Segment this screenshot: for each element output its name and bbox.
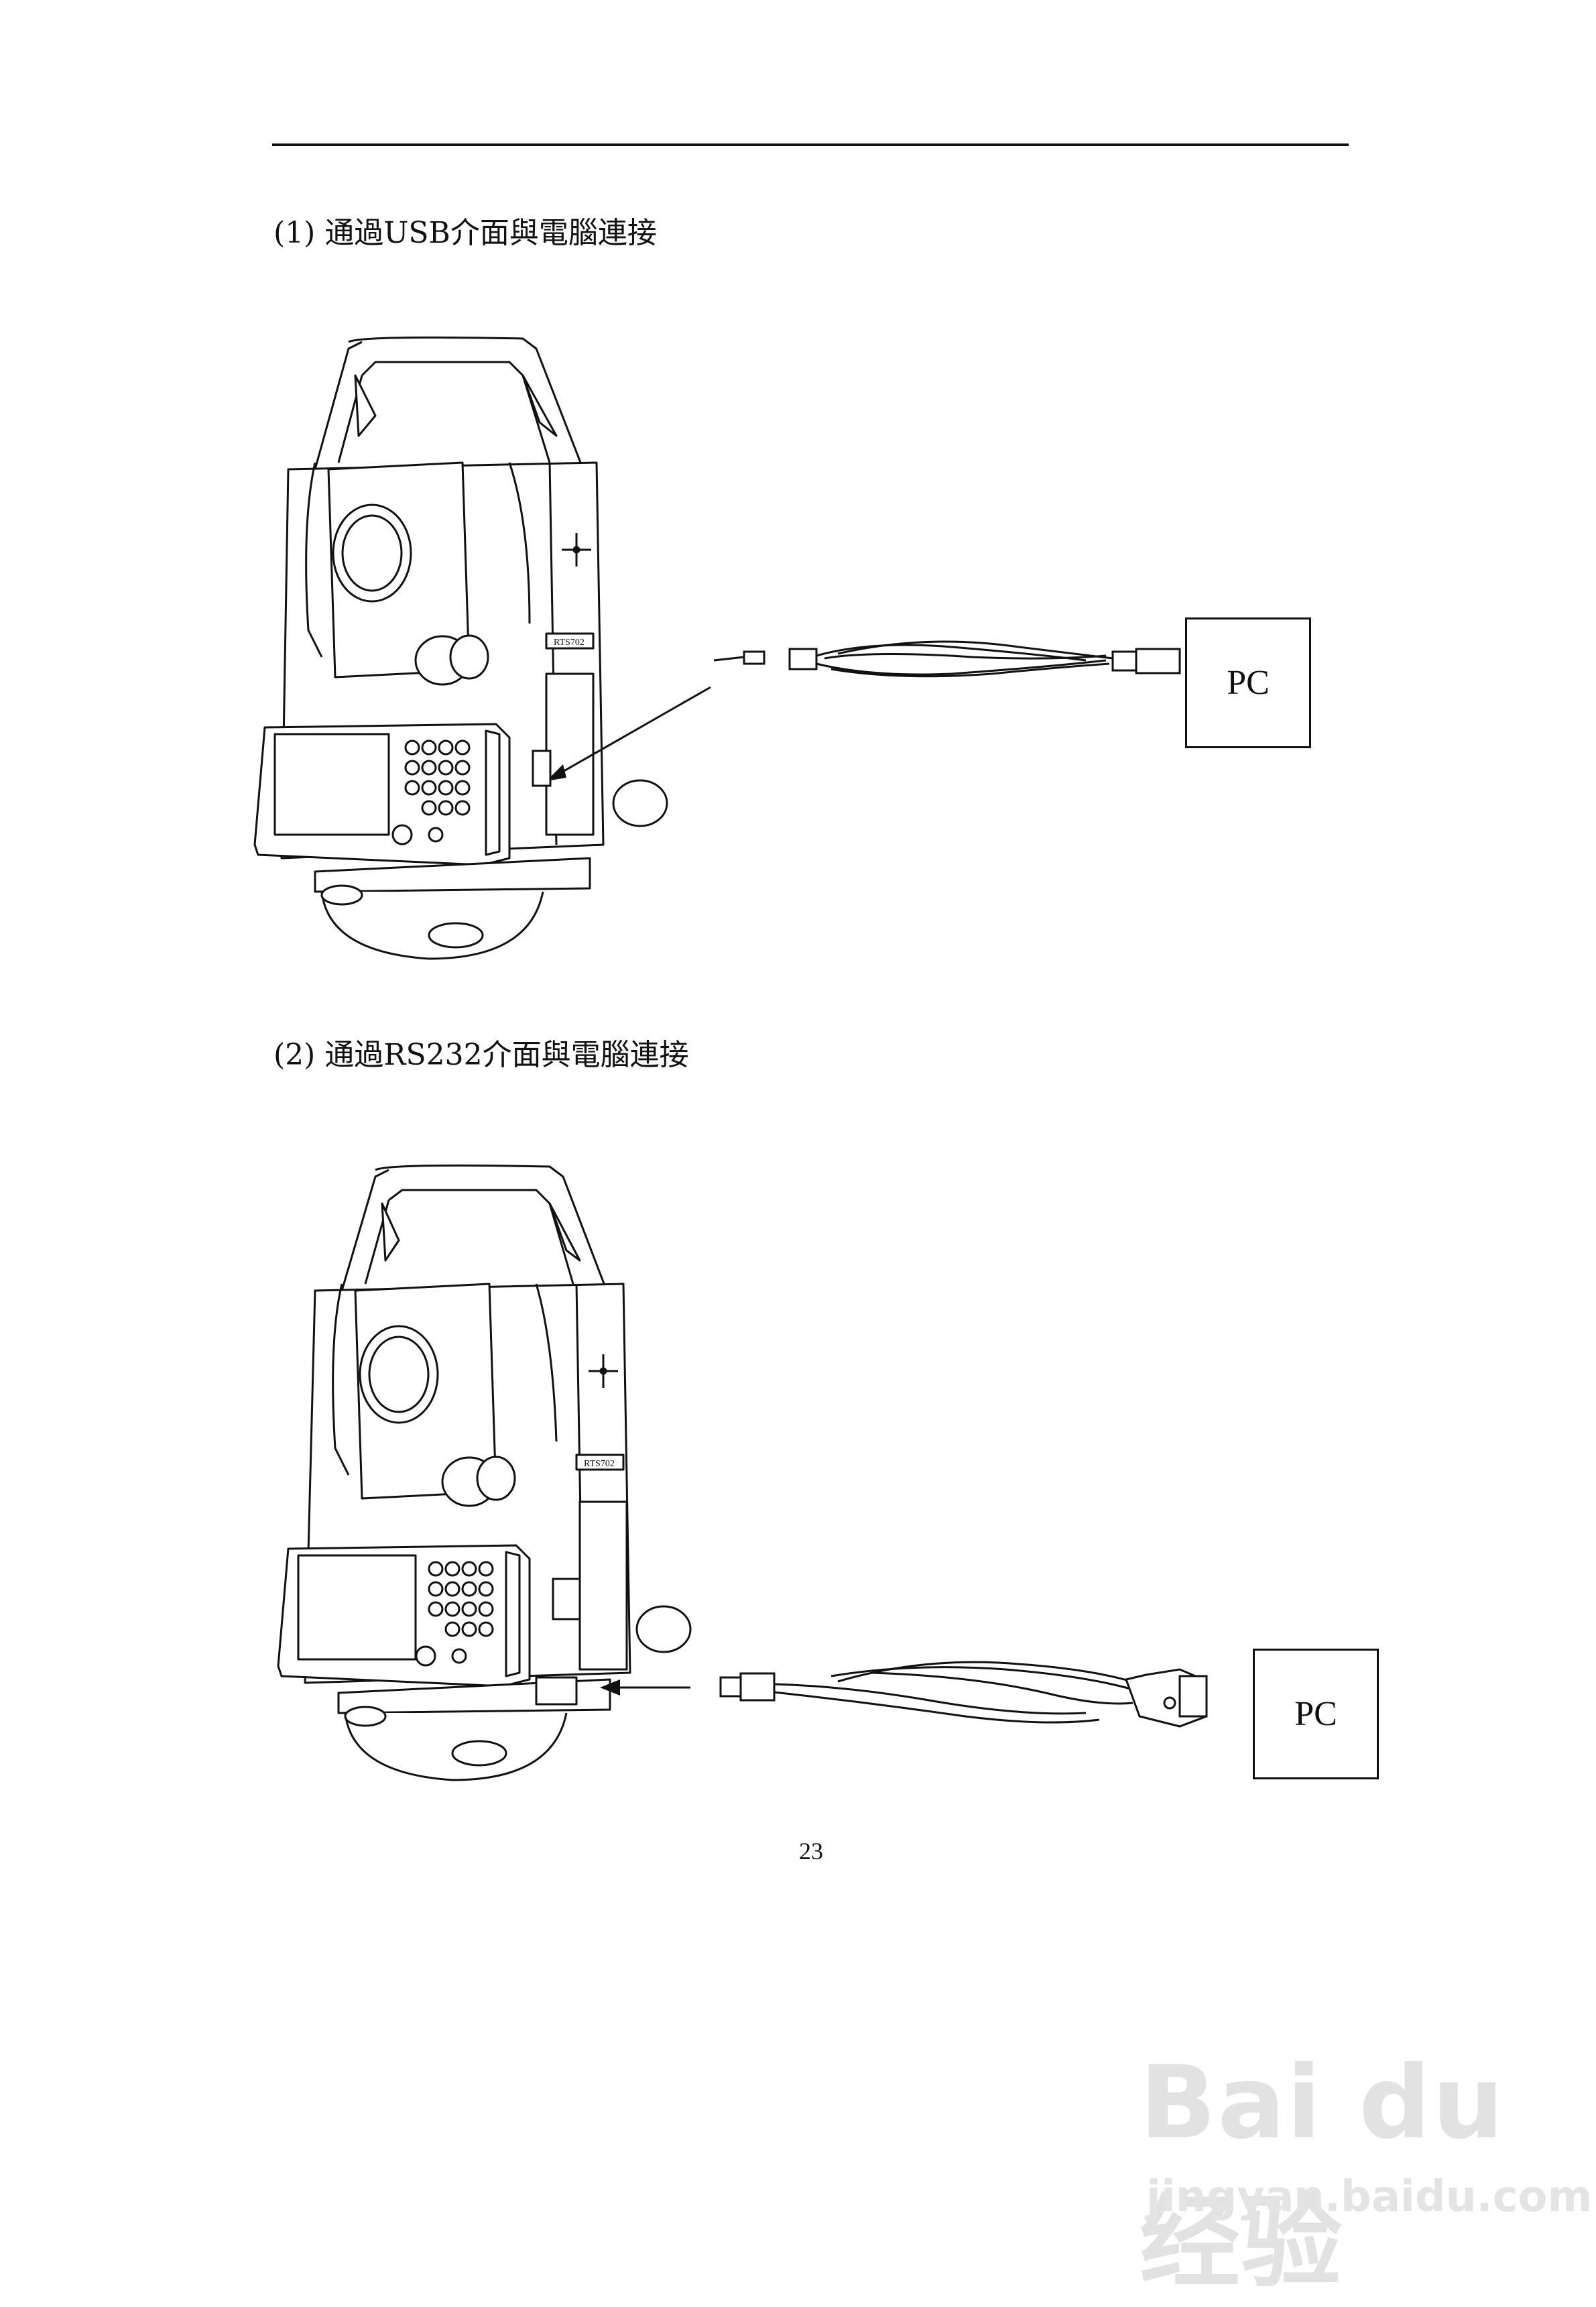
total-station-illustration-2	[277, 1164, 692, 1781]
section-heading-rs232: (2) 通過RS232介面與電腦連接	[273, 1038, 689, 1072]
section-heading-usb: (1) 通過USB介面與電腦連接	[273, 216, 657, 250]
rs232-connection-figure: RTS702	[277, 1164, 1208, 1781]
device-label-2: RTS702	[584, 1459, 615, 1469]
usb-arrow-line	[546, 686, 711, 782]
rs232-cable	[719, 1661, 1208, 1728]
usb-port	[532, 750, 552, 787]
pc-label-usb: PC	[1227, 664, 1270, 702]
total-station-illustration-1	[253, 336, 668, 960]
header-rule	[272, 143, 1349, 146]
usb-connection-figure: RTS702	[253, 336, 1181, 960]
device-label-1: RTS702	[554, 638, 585, 648]
rs232-arrow-head	[600, 1679, 620, 1696]
watermark-url: jingyan.baidu.com	[1146, 2172, 1593, 2222]
pc-box-rs232: PC	[1253, 1649, 1379, 1779]
usb-cable	[713, 640, 1181, 678]
pc-label-rs232: PC	[1294, 1695, 1337, 1733]
pc-box-usb: PC	[1185, 617, 1311, 748]
page-number: 23	[799, 1838, 823, 1865]
baidu-watermark: Bai du 经验 jingyan.baidu.com	[1140, 2045, 1592, 2302]
